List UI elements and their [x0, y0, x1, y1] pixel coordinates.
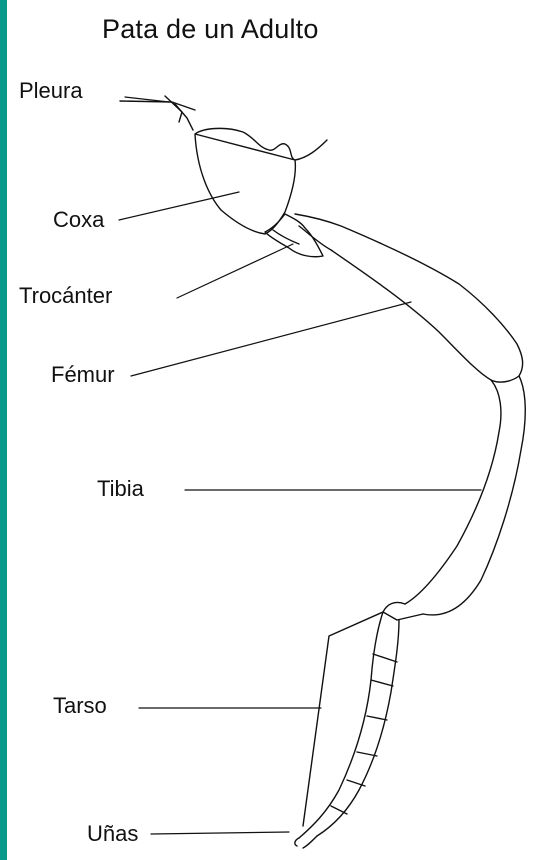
tarsus-part: [299, 612, 399, 838]
femur-part: [295, 214, 523, 382]
diagram-panel: Pata de un Adulto Pleura Coxa Trocánter …: [7, 0, 539, 860]
leader-lines: [119, 97, 481, 834]
insect-leg-illustration: [7, 0, 539, 860]
trocanter-part: [265, 214, 323, 257]
tarsus-bracket: [303, 612, 383, 826]
claws-part: [295, 836, 317, 848]
coxa-part: [195, 128, 327, 234]
tibia-part: [405, 376, 525, 615]
